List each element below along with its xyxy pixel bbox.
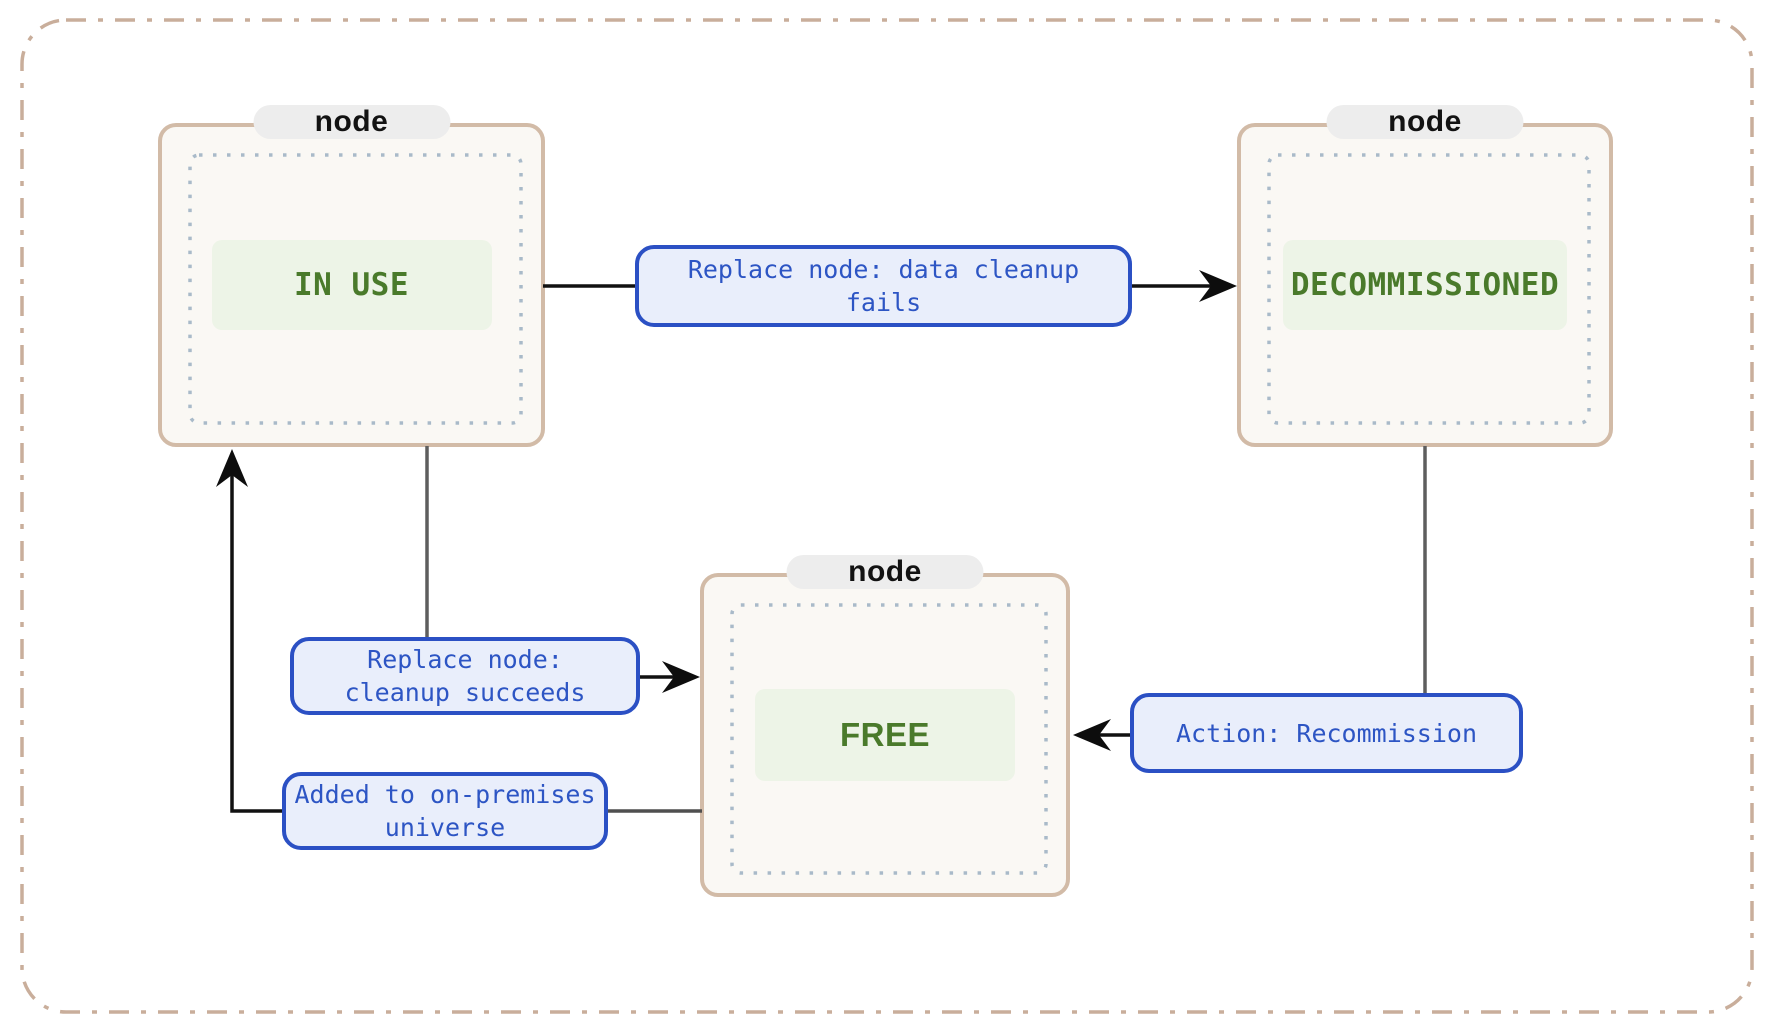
edge-label-added-to-universe: Added to on-premises universe — [282, 772, 608, 850]
edge-label-data-cleanup-fails: Replace node: data cleanup fails — [635, 245, 1132, 327]
edge-free-inuse-line — [230, 472, 284, 813]
state-badge-in-use: IN USE — [211, 240, 492, 330]
arrowhead-right-icon — [662, 661, 700, 693]
node-decommissioned: node DECOMMISSIONED — [1237, 105, 1613, 447]
node-title: node — [848, 555, 922, 588]
edge-label-action-recommission: Action: Recommission — [1130, 693, 1523, 773]
arrowhead-left-icon — [1073, 719, 1111, 751]
state-badge-decommissioned: DECOMMISSIONED — [1283, 240, 1567, 330]
arrowhead-right-icon — [1199, 270, 1237, 302]
node-free: node FREE — [700, 555, 1070, 897]
state-label: DECOMMISSIONED — [1290, 267, 1560, 303]
edge-label-text: Action: Recommission — [1175, 718, 1478, 748]
edge-label-cleanup-succeeds: Replace node: cleanup succeeds — [290, 637, 640, 715]
state-label: FREE — [839, 716, 930, 753]
node-title-pill: node — [786, 555, 984, 589]
state-label: IN USE — [294, 267, 409, 303]
node-title: node — [1388, 105, 1462, 138]
arrowhead-up-icon — [216, 449, 248, 487]
node-in-use: node IN USE — [158, 105, 545, 447]
node-title: node — [314, 105, 389, 138]
edge-label-text: Replace node: cleanup succeeds — [344, 645, 586, 707]
edge-label-text: Added to on-premises universe — [294, 780, 596, 842]
state-badge-free: FREE — [755, 689, 1015, 781]
edge-label-text: Replace node: data cleanup fails — [687, 255, 1080, 317]
node-title-pill: node — [253, 105, 450, 139]
node-title-pill: node — [1326, 105, 1524, 139]
